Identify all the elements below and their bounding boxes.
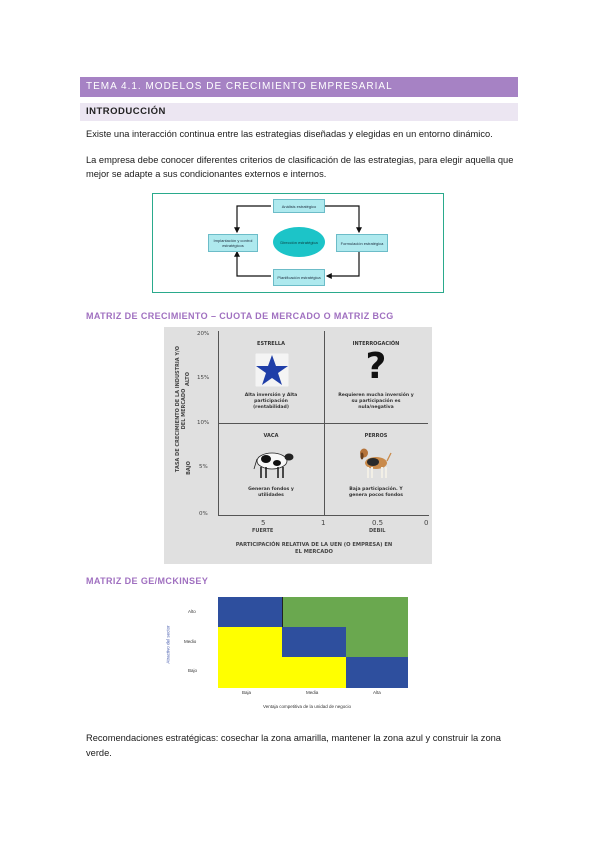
ge-y-label-high: Alto: [188, 609, 196, 614]
cow-icon: [253, 452, 294, 478]
ge-cell-medium-high: [346, 627, 408, 657]
bcg-x-tick: 0.5: [372, 519, 384, 527]
bcg-x-axis-label-2: EL MERCADO: [295, 549, 333, 555]
dog-caption-1: Baja participación. Y: [349, 487, 403, 492]
intro-paragraph-2-line-2: mejor se adapte a sus condicionantes ext…: [86, 169, 327, 179]
bcg-y-low: BAJO: [185, 461, 192, 475]
question-caption-1: Requieren mucha inversión y: [338, 393, 414, 398]
question-caption-3: nula/negativa: [358, 405, 394, 410]
ge-x-label-high: Alta: [373, 690, 381, 695]
ge-heading: MATRIZ DE GE/MCKINSEY: [86, 576, 209, 586]
strategy-cycle-diagram: Análisis estratégico Implantación y cont…: [152, 193, 444, 293]
question-title: INTERROGACIÓN: [352, 341, 400, 347]
bcg-y-tick: 15%: [197, 375, 210, 381]
intro-heading: INTRODUCCIÓN: [86, 106, 166, 117]
ge-cell-high-medium: [282, 597, 346, 627]
bcg-x-weak: DEBIL: [369, 528, 386, 534]
question-mark-icon: ?: [365, 346, 387, 387]
topic-title: TEMA 4.1. MODELOS DE CRECIMIENTO EMPRESA…: [86, 81, 393, 92]
planning-box: Planificación estratégica: [273, 269, 325, 286]
ge-y-label-medium: Medio: [184, 639, 197, 644]
ge-y-label-low: Bajo: [188, 668, 198, 673]
bcg-heading: MATRIZ DE CRECIMIENTO – CUOTA DE MERCADO…: [86, 311, 394, 321]
dog-title: PERROS: [364, 433, 388, 439]
ge-cell-high-high: [346, 597, 408, 627]
ge-matrix: Atractivo del sector Alto Medio Bajo Baj…: [166, 592, 422, 722]
star-icon: [255, 353, 289, 387]
ge-cell-medium-medium: [282, 627, 346, 657]
bcg-x-tick: 0: [424, 519, 429, 527]
bcg-quadrant-dog: PERROS Baja participación. Y genera poco…: [324, 423, 428, 515]
bcg-y-tick: 10%: [197, 420, 210, 426]
star-caption-2: participación: [254, 399, 288, 404]
analysis-box: Análisis estratégico: [273, 199, 325, 213]
intro-paragraph-1: Existe una interacción continua entre la…: [86, 129, 493, 139]
intro-heading-bar: INTRODUCCIÓN: [80, 103, 518, 121]
bcg-y-high: ALTO: [184, 372, 191, 386]
bcg-y-tick: 5%: [199, 464, 208, 470]
diagram-arrows: [234, 205, 362, 279]
ge-cell-low-medium: [282, 657, 346, 688]
ge-divider: [282, 597, 283, 627]
ge-x-label-low: Baja: [242, 690, 252, 695]
topic-title-bar: TEMA 4.1. MODELOS DE CRECIMIENTO EMPRESA…: [80, 77, 518, 97]
bcg-x-strong: FUERTE: [252, 528, 274, 534]
bcg-matrix: TASA DE CRECIMIENTO DE LA INDUSTRIA Y/O …: [164, 327, 432, 564]
dog-caption-2: genera pocos fondos: [348, 493, 403, 498]
star-caption-3: (rentabilidad): [253, 405, 289, 410]
ge-cell-low-high: [346, 657, 408, 688]
formulation-box: Formulación estratégica: [336, 234, 388, 252]
direction-oval: Dirección estratégica: [273, 227, 325, 257]
ge-cell-medium-low: [218, 627, 282, 657]
ge-cell-low-low: [218, 657, 282, 688]
ge-cell-high-low: [218, 597, 282, 627]
bcg-quadrant-question: INTERROGACIÓN ? Requieren mucha inversió…: [324, 331, 428, 423]
bcg-quadrant-cow: VACA Generan fondos y utilidades: [218, 423, 324, 515]
ge-y-axis-label: Atractivo del sector: [165, 625, 171, 664]
ge-x-label-medium: Media: [306, 690, 319, 695]
bcg-x-tick: 5: [261, 519, 266, 527]
conclusion-text: Recomendaciones estratégicas: cosechar l…: [86, 733, 501, 758]
star-caption-1: Alta inversión y Alta: [244, 393, 298, 398]
bcg-y-tick: 0%: [199, 511, 208, 517]
bcg-horizontal-divider: [218, 423, 428, 424]
dog-icon: [360, 448, 392, 478]
intro-paragraph-2-line-1: La empresa debe conocer diferentes crite…: [86, 155, 514, 165]
bcg-x-tick: 1: [321, 519, 326, 527]
cow-caption-2: utilidades: [258, 493, 284, 498]
implementation-box: Implantación y control estratégicos: [208, 234, 258, 252]
bcg-x-axis-label-1: PARTICIPACIÓN RELATIVA DE LA UEN (O EMPR…: [235, 542, 393, 548]
bcg-y-axis-label: TASA DE CRECIMIENTO DE LA INDUSTRIA Y/O …: [175, 345, 187, 473]
bcg-y-tick: 20%: [197, 331, 210, 337]
ge-x-axis-label: Ventaja competitiva de la unidad de nego…: [262, 704, 352, 709]
question-caption-2: su participación es: [351, 399, 401, 404]
cow-caption-1: Generan fondos y: [248, 487, 294, 492]
star-title: ESTRELLA: [257, 341, 285, 347]
bcg-quadrant-star: ESTRELLA Alta inversión y Alta participa…: [218, 331, 324, 423]
cow-title: VACA: [263, 433, 279, 439]
